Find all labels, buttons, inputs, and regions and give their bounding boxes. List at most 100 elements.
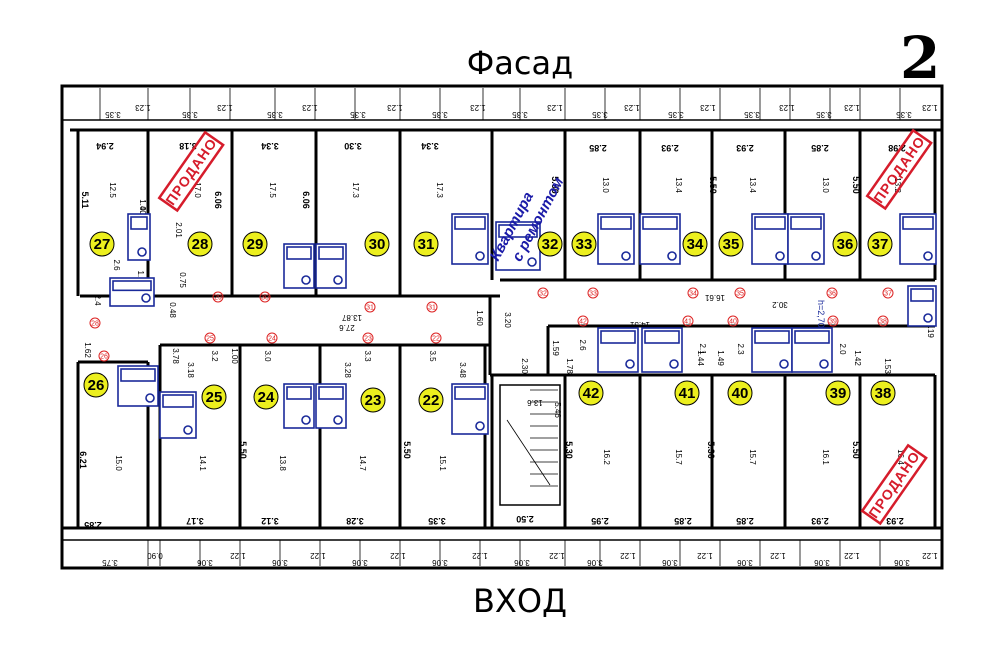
bathroom [899,213,937,265]
bathroom [907,285,937,327]
bathroom [159,391,197,439]
dimension-label: 13.87 [341,313,362,322]
corridor-door-marker: 22 [430,332,442,344]
dimension-label: 3.35 [816,110,832,119]
dimension-label: 5.50 [238,441,248,459]
bathroom [451,383,489,435]
dimension-label: 16.2 [602,449,611,465]
unit-marker-32: 32 [537,231,563,257]
unit-number: 24 [258,389,275,406]
dimension-label: 3.2 [210,350,219,362]
dimension-label: 3.3 [363,350,372,362]
unit-number: 40 [732,385,749,402]
dimension-label: 2.94 [96,141,114,151]
bathroom [283,243,315,289]
corridor-door-marker: 35 [734,287,746,299]
bottom-room-walls [76,345,937,528]
dimension-label: 1.23 [547,103,563,112]
dimension-label: 3.28 [346,516,364,526]
dimension-label: 13.4 [674,177,683,193]
dimension-label: 1.7 [136,270,145,282]
dimension-label: 13.0 [601,177,610,193]
dimension-label: 3.35 [744,110,760,119]
unit-marker-23: 23 [360,387,386,413]
unit-number: 33 [576,236,593,253]
unit-marker-39: 39 [825,380,851,406]
unit-number: 31 [418,236,435,253]
corridor-door-marker: 37 [882,287,894,299]
corridor-door-marker: 36 [826,287,838,299]
svg-text:22: 22 [432,336,440,343]
corridor-door-marker: 32 [537,287,549,299]
unit-number: 28 [192,236,209,253]
dimension-label: 6.06 [213,191,223,209]
dimension-label: 3.34 [261,141,279,151]
unit-marker-35: 35 [718,231,744,257]
svg-text:35: 35 [736,291,744,298]
bathroom [117,365,159,407]
corridor-door-marker: 26 [98,350,110,362]
dimension-label: 3.06 [352,558,368,567]
unit-number: 37 [872,236,889,253]
ceiling-height-label: h=2,70 [816,300,826,328]
svg-text:31: 31 [366,305,374,312]
dimension-label: 1.22 [620,551,636,560]
dimension-label: 1.22 [390,551,406,560]
unit-marker-22: 22 [418,387,444,413]
corridor-door-marker: 39 [827,315,839,327]
dimension-label: 3.30 [344,141,362,151]
dimension-label: 1.22 [844,551,860,560]
svg-text:39: 39 [829,319,837,326]
dimension-label: 1.23 [470,103,486,112]
dimension-label: 3.19 [926,322,935,338]
dimension-label: 3.35 [182,110,198,119]
dimension-label: 1.23 [844,103,860,112]
renovation-label: Квартира с ремонтом [487,175,568,265]
unit-marker-31: 31 [413,231,439,257]
bathroom [597,327,639,373]
dimension-label: 13.4 [748,177,757,193]
dimension-label: 12.5 [108,182,117,198]
dimension-label: 3.06 [662,558,678,567]
facade-label: Фасад [466,44,574,82]
bathroom [751,213,789,265]
svg-text:31: 31 [428,305,436,312]
corridor-door-marker: 34 [687,287,699,299]
dimension-label: 3.06 [514,558,530,567]
dimension-label: 3.17 [186,516,204,526]
sold-stamp-37: ПРОДАНО [865,128,933,211]
dimension-label: 3.35 [512,110,528,119]
dimension-label: 2.93 [886,516,904,526]
svg-text:33: 33 [589,291,597,298]
dimension-label: 1.22 [549,551,565,560]
entrance-label: ВХОД [472,582,568,620]
unit-number: 32 [542,236,559,253]
dimension-label: 2.85 [736,516,754,526]
dimension-label: 15.7 [748,449,757,465]
dimension-label: 17.3 [435,182,444,198]
unit-number: 30 [369,236,386,253]
dimension-label: 14.1 [198,455,207,471]
svg-text:34: 34 [689,291,697,298]
building-outline [60,84,944,570]
dimension-label: 3.34 [421,141,439,151]
sold-stamp-text: ПРОДАНО [865,448,923,521]
svg-text:40: 40 [729,319,737,326]
dimension-label: 14.7 [358,455,367,471]
bathroom [641,327,683,373]
dimension-label: 3.35 [428,516,446,526]
corridor-door-marker: 38 [877,315,889,327]
dimension-label: 15.7 [674,449,683,465]
bathroom [791,327,833,373]
dimension-label: 1.23 [135,103,151,112]
dimension-label: 3.35 [668,110,684,119]
svg-text:30: 30 [261,295,269,302]
svg-text:42: 42 [579,319,587,326]
dimension-label: 13.0 [821,177,830,193]
dimension-label: 3.18 [186,362,195,378]
dimension-label: 2.85 [84,520,102,530]
dimension-label: 3.06 [587,558,603,567]
dimension-label: 3.35 [592,110,608,119]
